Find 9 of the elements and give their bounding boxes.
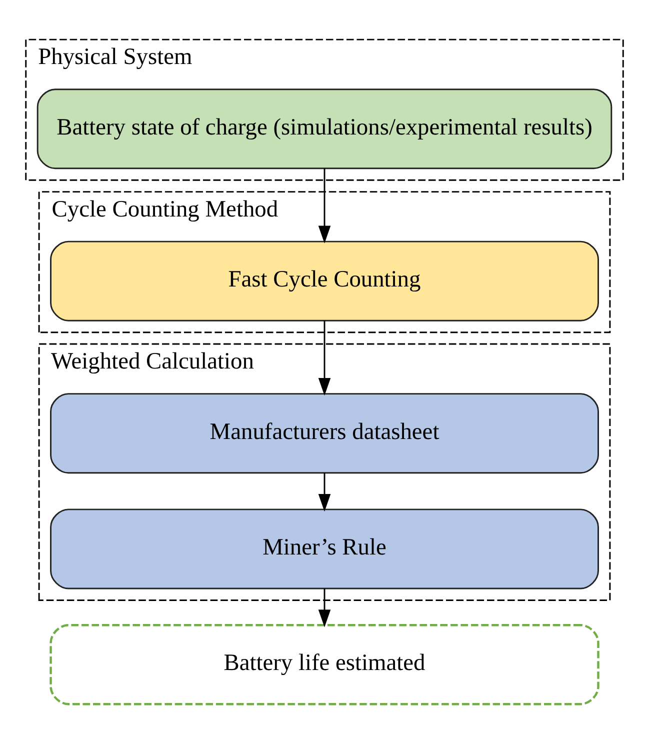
node-box: Miner’s Rule — [50, 508, 599, 589]
node-box: Manufacturers datasheet — [50, 392, 599, 474]
arrow — [318, 588, 331, 627]
arrow — [318, 168, 331, 243]
node-box: Fast Cycle Counting — [50, 240, 599, 321]
node-box: Battery life estimated — [50, 624, 600, 705]
arrow — [318, 320, 331, 396]
arrow — [318, 472, 331, 512]
node-box: Battery state of charge (simulations/experimental results) — [36, 88, 612, 169]
